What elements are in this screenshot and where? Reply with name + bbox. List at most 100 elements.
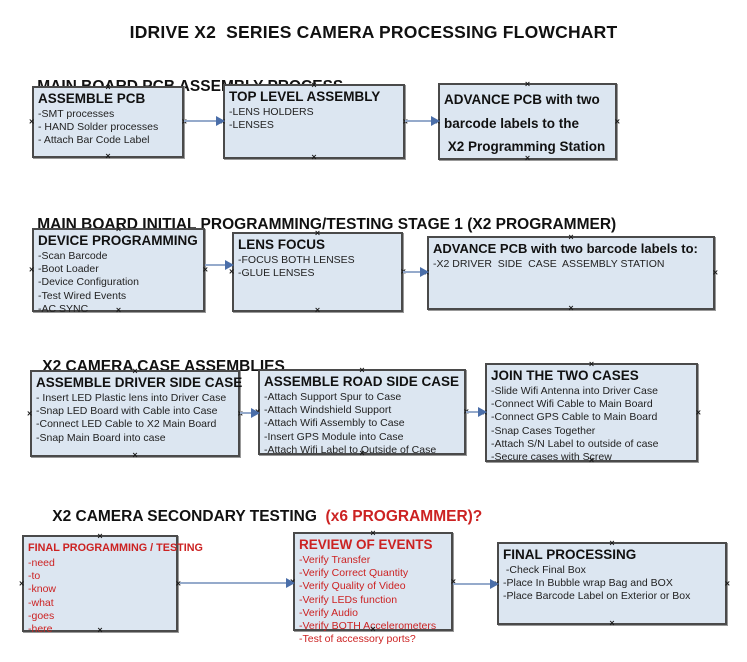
box-item: -what — [28, 596, 54, 609]
box-item: - Attach Bar Code Label — [38, 134, 150, 147]
box-item: -Place In Bubble wrap Bag and BOX — [503, 577, 673, 590]
box-item: -Snap Cases Together — [491, 424, 596, 437]
box-item: -SMT processes — [38, 108, 115, 120]
box-title: ADVANCE PCB with two — [444, 92, 600, 107]
connection-point-marker: × — [314, 305, 321, 315]
box-title: ASSEMBLE ROAD SIDE CASE — [264, 374, 460, 389]
connection-point-marker: × — [27, 408, 33, 418]
flow-box-assemble-driver-side-case: ASSEMBLE DRIVER SIDE CASE - Insert LED P… — [27, 367, 243, 460]
arrow-head-icon — [225, 260, 234, 270]
box-item: -goes — [28, 609, 55, 622]
box-item: -FOCUS BOTH LENSES — [238, 254, 355, 266]
heading-red-text: (x6 PROGRAMMER)? — [321, 508, 483, 525]
box-title: ASSEMBLE PCB — [38, 91, 146, 106]
box-item: -Connect GPS Cable to Main Board — [491, 411, 658, 424]
flow-box-join-the-two-cases: JOIN THE TWO CASES -Slide Wifi Antenna i… — [482, 360, 701, 465]
section-heading-secondary-testing: X2 CAMERA SECONDARY TESTING (x6 PROGRAMM… — [35, 490, 482, 544]
box-item: -Snap Main Board into case — [36, 431, 166, 444]
box-item: -Device Configuration — [38, 276, 139, 289]
box-item: -to — [28, 570, 41, 583]
connection-point-marker: × — [19, 578, 25, 588]
connection-point-marker: × — [609, 618, 615, 628]
box-item: - Insert LED Plastic lens into Driver Ca… — [36, 392, 227, 404]
box-item: X2 Programming Station — [444, 139, 606, 154]
flow-box-advance-pcb-programming-station: ADVANCE PCB with two barcode labels to t… — [435, 80, 620, 163]
box-item: -Verify Quality of Video — [299, 580, 406, 593]
box-item: -Snap LED Board with Cable into Case — [36, 405, 218, 418]
arrow-head-icon — [490, 579, 499, 589]
connection-point-marker: × — [105, 151, 111, 161]
box-item: -Slide Wifi Antenna into Driver Case — [491, 385, 658, 397]
box-title: DEVICE PROGRAMMING — [38, 233, 198, 248]
flow-arrow — [453, 579, 499, 589]
box-title: TOP LEVEL ASSEMBLY — [229, 89, 381, 104]
connection-point-marker: × — [724, 578, 730, 588]
box-item: barcode labels to the — [444, 116, 580, 131]
box-item: -Check Final Box — [503, 564, 586, 576]
arrow-head-icon — [216, 116, 225, 126]
box-item: -Attach Windshield Support — [264, 404, 392, 417]
flow-box-lens-focus: LENS FOCUS -FOCUS BOTH LENSES -GLUE LENS… — [229, 229, 406, 315]
box-item: -GLUE LENSES — [238, 267, 315, 280]
box-item: -Attach S/N Label to outside of case — [491, 437, 659, 450]
box-item: - HAND Solder processes — [38, 121, 159, 134]
flow-arrow — [405, 116, 440, 126]
box-item: -X2 DRIVER SIDE CASE ASSEMBLY STATION — [433, 258, 665, 270]
box-item: -LENSES — [229, 119, 274, 132]
flow-box-review-of-events: REVIEW OF EVENTS -Verify Transfer -Verif… — [290, 529, 456, 646]
arrow-head-icon — [286, 578, 295, 588]
box-item: -Verify LEDs function — [299, 593, 398, 606]
connection-point-marker: × — [202, 264, 208, 275]
box-item: -Test Wired Events — [38, 289, 127, 302]
arrow-head-icon — [431, 116, 440, 126]
connection-point-marker: × — [29, 116, 35, 127]
box-item: -Verify Audio — [299, 606, 358, 619]
flow-box-final-processing: FINAL PROCESSING -Check Final Box -Place… — [494, 539, 730, 628]
flow-arrow — [403, 267, 429, 277]
box-title: REVIEW OF EVENTS — [299, 537, 433, 552]
connection-point-marker: × — [712, 267, 718, 278]
connection-point-marker: × — [132, 450, 138, 460]
box-item: -Insert GPS Module into Case — [264, 430, 404, 443]
flow-box-advance-pcb-driver-side-station: ADVANCE PCB with two barcode labels to: … — [424, 233, 718, 313]
box-item: -Scan Barcode — [38, 250, 108, 262]
box-item: -Verify BOTH Accelerometers — [299, 620, 437, 633]
box-item: -Secure cases with Screw — [491, 451, 612, 464]
connection-point-marker: × — [182, 117, 187, 127]
flow-box-top-level-assembly: TOP LEVEL ASSEMBLY -LENS HOLDERS -LENSES… — [220, 81, 408, 162]
flow-box-final-programming-testing: FINAL PROGRAMMING / TESTING -need -to -k… — [19, 532, 203, 636]
connection-point-marker: × — [614, 116, 620, 126]
box-title: LENS FOCUS — [238, 237, 326, 252]
box-item: -AC SYNC — [38, 302, 89, 315]
box-item: -here — [28, 623, 53, 636]
box-title: FINAL PROCESSING — [503, 547, 637, 562]
box-item: -Attach Support Spur to Case — [264, 391, 402, 403]
box-item: -Attach Wifi Assembly to Case — [264, 417, 405, 430]
box-item: -LENS HOLDERS — [229, 106, 314, 118]
box-item: -Verify Transfer — [299, 554, 371, 566]
box-item: -Connect Wifi Cable to Main Board — [491, 398, 653, 411]
page-title: IDRIVE X2 SERIES CAMERA PROCESSING FLOWC… — [129, 22, 618, 42]
box-item: -Connect LED Cable to X2 Main Board — [36, 418, 217, 431]
connection-point-marker: × — [568, 303, 574, 313]
arrow-head-icon — [251, 408, 260, 418]
flow-box-assemble-road-side-case: ASSEMBLE ROAD SIDE CASE -Attach Support … — [255, 366, 469, 458]
box-item: -Attach Wifi Label to Outside of Case — [264, 443, 437, 456]
box-item: -need — [28, 557, 55, 569]
connection-point-marker: × — [29, 264, 35, 275]
box-item: -Place Barcode Label on Exterior or Box — [503, 590, 691, 603]
flow-arrow — [180, 578, 295, 588]
box-item: -Verify Correct Quantity — [299, 567, 409, 580]
flow-arrow — [466, 407, 487, 417]
box-item: -Boot Loader — [38, 263, 99, 276]
flow-arrow — [240, 408, 260, 418]
heading-text: X2 CAMERA SECONDARY TESTING — [52, 508, 322, 525]
arrow-head-icon — [478, 407, 487, 417]
box-title: ASSEMBLE DRIVER SIDE CASE — [36, 375, 243, 390]
box-title: JOIN THE TWO CASES — [491, 368, 639, 383]
box-title: ADVANCE PCB with two barcode labels to: — [433, 241, 698, 256]
box-item: -Test of accessory ports? — [299, 633, 416, 646]
box-item: -know — [28, 583, 57, 596]
connection-point-marker: × — [311, 152, 317, 162]
